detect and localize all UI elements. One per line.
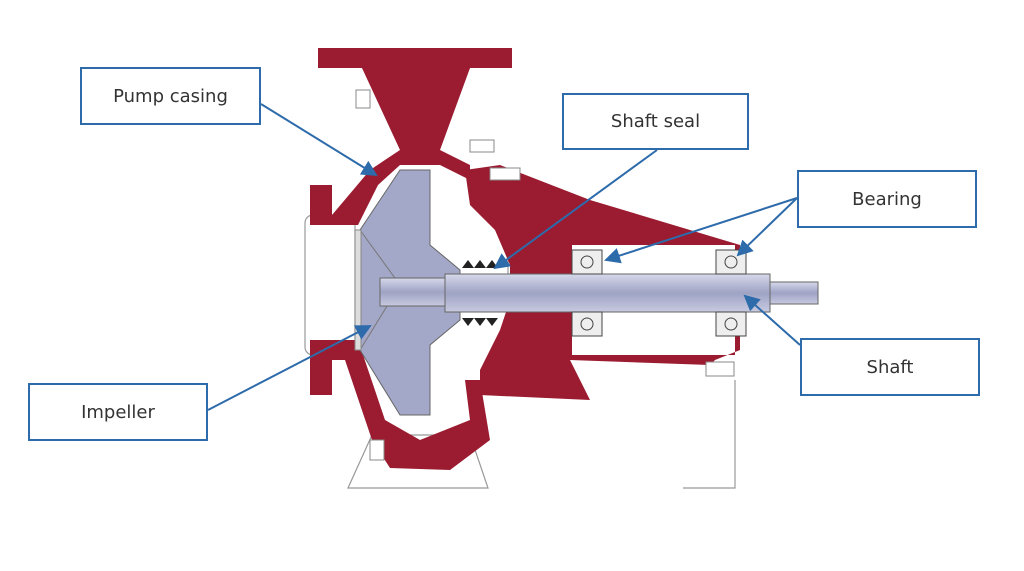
callout-lines xyxy=(207,103,801,411)
pump-casing xyxy=(310,48,740,470)
shaft-label: Shaft xyxy=(800,338,980,396)
bearing-pointer-1 xyxy=(604,197,798,264)
shaft xyxy=(379,273,819,313)
pump-casing-label: Pump casing xyxy=(80,67,261,125)
impeller-label: Impeller xyxy=(28,383,208,441)
shaft-seal-pointer xyxy=(493,149,658,270)
shaft-pointer xyxy=(743,294,801,346)
impeller-pointer xyxy=(207,325,372,411)
bearing-pointer-2 xyxy=(736,197,798,257)
shaft-seal-label: Shaft seal xyxy=(562,93,749,150)
bolts xyxy=(355,89,735,461)
bearing-label: Bearing xyxy=(797,170,977,228)
pump-casing-pointer xyxy=(260,103,378,177)
shaft-seal xyxy=(462,260,498,326)
bearings xyxy=(571,249,747,337)
